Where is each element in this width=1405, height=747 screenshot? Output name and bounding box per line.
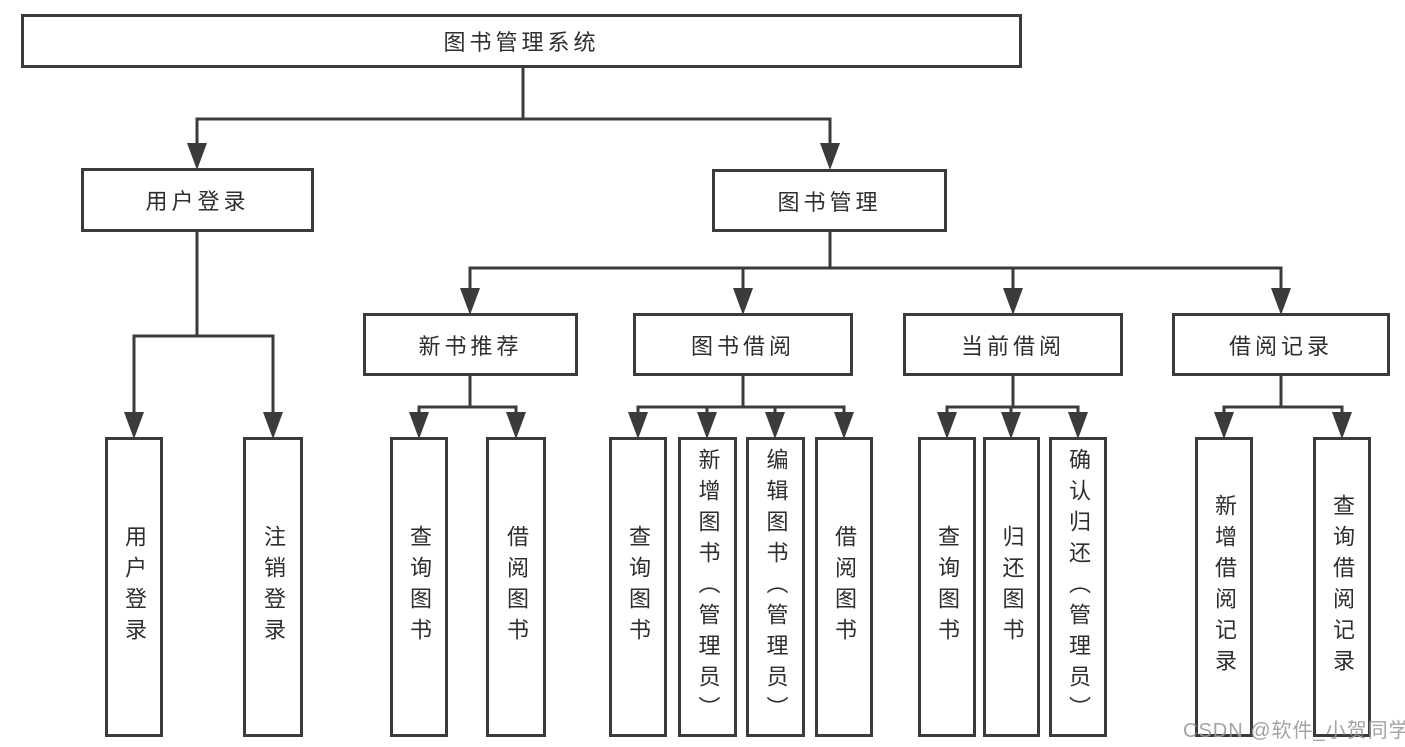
- leaf-borrowing-add-book-admin-label: 新增图书（管理员）: [695, 447, 721, 727]
- node-current-borrowing-label: 当前借阅: [960, 333, 1065, 359]
- leaf-current-return-book-label: 归还图书: [999, 525, 1025, 649]
- leaf-newbooks-borrow-books: 借阅图书: [486, 437, 546, 737]
- node-user-login-label: 用户登录: [145, 189, 250, 214]
- leaf-borrowing-query-books-label: 查询图书: [626, 525, 651, 649]
- node-book-borrowing: 图书借阅: [633, 313, 853, 376]
- leaf-user-login-label: 用户登录: [122, 525, 147, 649]
- leaf-current-return-book: 归还图书: [983, 437, 1040, 737]
- leaf-current-confirm-return-admin-label: 确认归还（管理员）: [1066, 447, 1091, 727]
- leaf-borrowing-query-books: 查询图书: [609, 437, 667, 737]
- leaf-newbooks-query-books-label: 查询图书: [407, 525, 432, 649]
- leaf-user-login: 用户登录: [105, 437, 163, 737]
- leaf-records-add-record-label: 新增借阅记录: [1212, 494, 1237, 680]
- node-user-login: 用户登录: [81, 168, 314, 232]
- node-book-management: 图书管理: [712, 169, 947, 232]
- node-root-label: 图书管理系统: [443, 30, 600, 55]
- node-new-books-label: 新书推荐: [418, 333, 523, 359]
- leaf-current-query-books-label: 查询图书: [935, 525, 960, 649]
- leaf-borrowing-add-book-admin: 新增图书（管理员）: [678, 437, 737, 737]
- node-borrowing-records-label: 借阅记录: [1228, 333, 1333, 359]
- leaf-records-query-record: 查询借阅记录: [1313, 437, 1371, 737]
- leaf-current-confirm-return-admin: 确认归还（管理员）: [1049, 437, 1107, 737]
- node-root-system: 图书管理系统: [21, 14, 1022, 68]
- leaf-newbooks-query-books: 查询图书: [390, 437, 448, 737]
- leaf-current-query-books: 查询图书: [918, 437, 976, 737]
- leaf-borrowing-edit-book-admin: 编辑图书（管理员）: [746, 437, 805, 737]
- leaf-newbooks-borrow-books-label: 借阅图书: [504, 525, 529, 649]
- node-borrowing-records: 借阅记录: [1172, 313, 1390, 376]
- node-new-books: 新书推荐: [363, 313, 578, 376]
- leaf-borrowing-borrow-books-label: 借阅图书: [832, 525, 857, 649]
- node-book-management-label: 图书管理: [777, 189, 882, 215]
- csdn-watermark: CSDN @软件_小贺同学: [1183, 720, 1405, 742]
- leaf-borrowing-borrow-books: 借阅图书: [815, 437, 873, 737]
- leaf-logout-label: 注销登录: [261, 525, 286, 649]
- leaf-borrowing-edit-book-admin-label: 编辑图书（管理员）: [763, 447, 789, 727]
- leaf-records-query-record-label: 查询借阅记录: [1330, 494, 1355, 680]
- node-book-borrowing-label: 图书借阅: [690, 333, 795, 359]
- leaf-logout: 注销登录: [243, 437, 303, 737]
- leaf-records-add-record: 新增借阅记录: [1195, 437, 1253, 737]
- node-current-borrowing: 当前借阅: [903, 313, 1123, 376]
